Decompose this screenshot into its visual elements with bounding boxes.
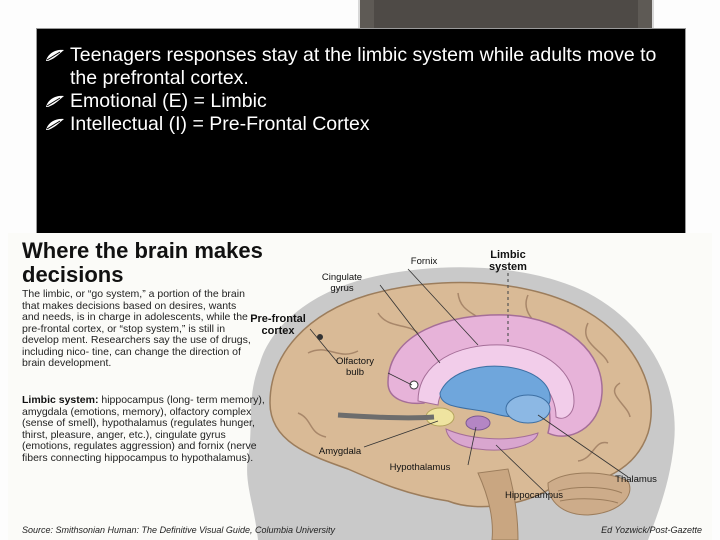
label-prefrontal-cortex: Pre-frontal cortex — [250, 313, 306, 337]
bullet-text: Intellectual (I) = Pre-Frontal Cortex — [70, 113, 370, 135]
brain-figure: Where the brain makes decisions The limb… — [8, 233, 712, 540]
figure-title: Where the brain makes decisions — [22, 238, 263, 287]
bullet-text: Emotional (E) = Limbic — [70, 90, 267, 112]
bullet-leaf-icon — [46, 118, 64, 130]
bullet-list: Teenagers responses stay at the limbic s… — [44, 44, 664, 136]
limbic-heading: Limbic system: — [22, 394, 99, 406]
label-cingulate-gyrus: Cingulate gyrus — [321, 272, 363, 294]
figure-credit: Ed Yozwick/Post-Gazette — [601, 525, 702, 535]
figure-description: The limbic, or “go system,” a portion of… — [22, 288, 251, 369]
bullet-item: Teenagers responses stay at the limbic s… — [44, 44, 664, 90]
bullet-leaf-icon — [46, 95, 64, 107]
brain-illustration — [247, 267, 675, 540]
label-olfactory-bulb: Olfactory bulb — [335, 356, 374, 378]
bullet-leaf-icon — [46, 49, 64, 61]
bullet-text: Teenagers responses stay at the limbic s… — [70, 44, 657, 89]
bullet-item: Emotional (E) = Limbic — [44, 90, 664, 113]
figure-source: Source: Smithsonian Human: The Definitiv… — [22, 525, 335, 535]
label-thalamus: Thalamus — [615, 474, 657, 485]
label-fornix: Fornix — [410, 256, 438, 267]
bullet-item: Intellectual (I) = Pre-Frontal Cortex — [44, 113, 664, 136]
label-amygdala: Amygdala — [318, 446, 362, 457]
label-limbic-system: Limbic system — [489, 249, 527, 273]
label-hypothalamus: Hypothalamus — [389, 462, 451, 473]
label-hippocampus: Hippocampus — [504, 490, 564, 501]
limbic-definition: Limbic system: hippocampus (long- term m… — [22, 394, 274, 464]
limbic-body: hippocampus (long- term memory), amygdal… — [22, 394, 265, 464]
